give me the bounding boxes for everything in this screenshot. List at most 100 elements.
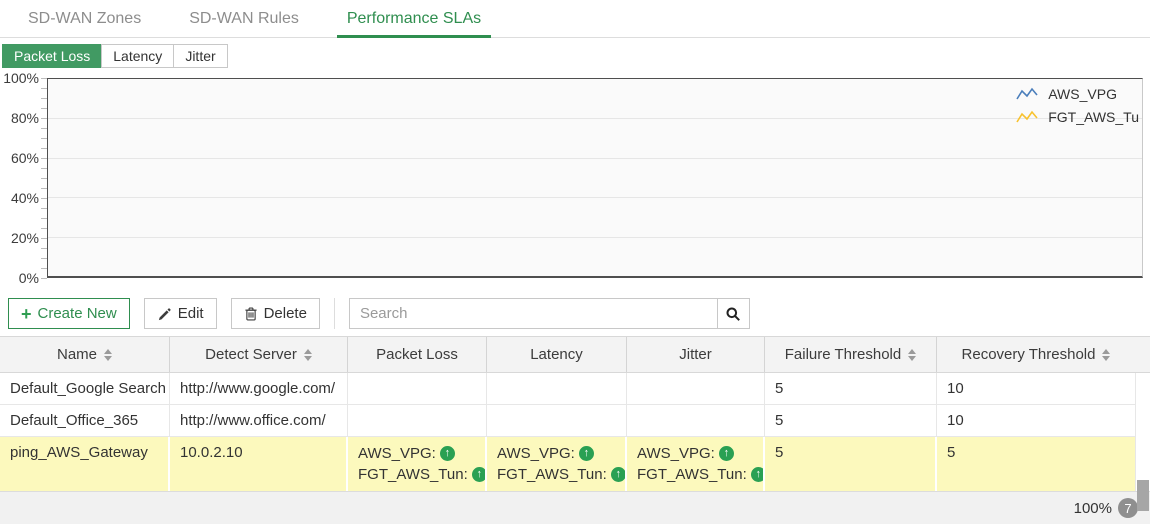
table-row[interactable]: ping_AWS_Gateway10.0.2.10AWS_VPG:↑FGT_AW… xyxy=(0,437,1150,491)
column-header-failure-threshold[interactable]: Failure Threshold xyxy=(765,337,937,372)
y-axis-tick: 80% xyxy=(11,110,39,126)
cell-packet-loss: AWS_VPG: ↑ FGT_AWS_Tun: ↑ xyxy=(348,437,487,491)
y-axis-tick: 40% xyxy=(11,190,39,206)
cell-name: Default_Office_365 xyxy=(0,405,170,436)
column-header-detect-server[interactable]: Detect Server xyxy=(170,337,348,372)
column-header-recovery-threshold[interactable]: Recovery Threshold xyxy=(937,337,1135,372)
delete-label: Delete xyxy=(264,305,307,322)
edit-label: Edit xyxy=(178,305,204,322)
edit-button[interactable]: Edit xyxy=(144,298,217,329)
cell-failure-threshold: 5 xyxy=(765,373,937,404)
cell-detect-server: http://www.office.com/ xyxy=(170,405,348,436)
y-axis-tick: 20% xyxy=(11,230,39,246)
column-header-label: Jitter xyxy=(679,346,712,363)
member-label: AWS_VPG: xyxy=(358,444,436,463)
sort-icon xyxy=(104,349,112,361)
row-count-badge: 7 xyxy=(1118,498,1138,518)
search-group xyxy=(349,298,750,329)
member-status: AWS_VPG: ↑ xyxy=(497,444,626,463)
member-label: AWS_VPG: xyxy=(637,444,715,463)
tab-performance-slas[interactable]: Performance SLAs xyxy=(337,0,491,37)
member-status: FGT_AWS_Tun: ↑ xyxy=(497,465,626,484)
gridline-40 xyxy=(48,197,1142,198)
tab-sd-wan-zones[interactable]: SD-WAN Zones xyxy=(18,0,151,37)
column-header-label: Packet Loss xyxy=(376,346,458,363)
cell-jitter xyxy=(627,405,765,436)
cell-jitter: AWS_VPG: ↑ FGT_AWS_Tun: ↑ xyxy=(627,437,765,491)
cell-latency xyxy=(487,405,627,436)
member-status: AWS_VPG: ↑ xyxy=(637,444,765,463)
plus-icon: + xyxy=(21,305,32,323)
table-header-row: Name Detect Server Packet Loss Latency Jitte… xyxy=(0,336,1150,373)
subtab-latency[interactable]: Latency xyxy=(101,44,174,68)
scrollbar-thumb[interactable] xyxy=(1137,480,1149,511)
column-header-packet-loss: Packet Loss xyxy=(348,337,487,372)
subtab-packet-loss[interactable]: Packet Loss xyxy=(2,44,102,68)
cell-detect-server: http://www.google.com/ xyxy=(170,373,348,404)
chart-plot-area: AWS_VPG FGT_AWS_Tu xyxy=(47,78,1143,278)
member-status: FGT_AWS_Tun: ↑ xyxy=(637,465,765,484)
cell-latency xyxy=(487,373,627,404)
cell-packet-loss xyxy=(348,373,487,404)
member-status-list: AWS_VPG: ↑ FGT_AWS_Tun: ↑ xyxy=(358,444,487,484)
cell-name: Default_Google Search xyxy=(0,373,170,404)
legend-label: AWS_VPG xyxy=(1048,86,1117,102)
table-body: Default_Google Searchhttp://www.google.c… xyxy=(0,373,1150,491)
table-toolbar: + Create New Edit Delete xyxy=(8,298,1150,329)
table-row[interactable]: Default_Google Searchhttp://www.google.c… xyxy=(0,373,1150,405)
create-new-label: Create New xyxy=(38,305,117,322)
performance-sla-chart: 0%20%40%60%80%100% AWS_VPGFGT_AWS_Tu xyxy=(0,78,1150,278)
up-arrow-icon: ↑ xyxy=(751,467,765,482)
column-header-latency: Latency xyxy=(487,337,627,372)
vertical-scrollbar[interactable] xyxy=(1135,373,1150,491)
subtab-jitter[interactable]: Jitter xyxy=(173,44,227,68)
up-arrow-icon: ↑ xyxy=(719,446,734,461)
column-header-label: Latency xyxy=(530,346,583,363)
column-header-name[interactable]: Name xyxy=(0,337,170,372)
member-status: AWS_VPG: ↑ xyxy=(358,444,487,463)
zoom-level-label: 100% xyxy=(1074,500,1112,517)
column-header-label: Failure Threshold xyxy=(785,346,901,363)
search-input[interactable] xyxy=(349,298,718,329)
sort-icon xyxy=(908,349,916,361)
cell-name: ping_AWS_Gateway xyxy=(0,437,170,491)
legend-label: FGT_AWS_Tu xyxy=(1048,109,1139,125)
sort-icon xyxy=(304,349,312,361)
up-arrow-icon: ↑ xyxy=(579,446,594,461)
column-header-label: Recovery Threshold xyxy=(962,346,1096,363)
search-button[interactable] xyxy=(718,298,750,329)
delete-button[interactable]: Delete xyxy=(231,298,320,329)
member-label: AWS_VPG: xyxy=(497,444,575,463)
column-header-label: Name xyxy=(57,346,97,363)
tab-sd-wan-rules[interactable]: SD-WAN Rules xyxy=(179,0,309,37)
line-series-icon xyxy=(1016,110,1039,125)
gridline-60 xyxy=(48,158,1142,159)
member-status-list: AWS_VPG: ↑ FGT_AWS_Tun: ↑ xyxy=(497,444,626,484)
sort-icon xyxy=(1102,349,1110,361)
y-axis-tick: 0% xyxy=(19,270,39,286)
legend-item-aws_vpg[interactable]: AWS_VPG xyxy=(1016,86,1139,102)
gridline-80 xyxy=(48,118,1142,119)
sla-table: Name Detect Server Packet Loss Latency Jitte… xyxy=(0,336,1150,491)
table-row[interactable]: Default_Office_365http://www.office.com/… xyxy=(0,405,1150,437)
cell-packet-loss xyxy=(348,405,487,436)
trash-icon xyxy=(244,306,258,321)
up-arrow-icon: ↑ xyxy=(472,467,487,482)
cell-latency: AWS_VPG: ↑ FGT_AWS_Tun: ↑ xyxy=(487,437,627,491)
cell-recovery-threshold: 10 xyxy=(937,405,1135,436)
main-tabbar: SD-WAN Zones SD-WAN Rules Performance SLAs xyxy=(0,0,1150,38)
member-label: FGT_AWS_Tun: xyxy=(358,465,468,484)
status-bar: 100% 7 xyxy=(0,491,1150,524)
member-label: FGT_AWS_Tun: xyxy=(637,465,747,484)
member-label: FGT_AWS_Tun: xyxy=(497,465,607,484)
up-arrow-icon: ↑ xyxy=(440,446,455,461)
create-new-button[interactable]: + Create New xyxy=(8,298,130,329)
chart-y-axis: 0%20%40%60%80%100% xyxy=(0,78,44,278)
cell-recovery-threshold: 5 xyxy=(937,437,1135,491)
search-icon xyxy=(725,306,741,322)
chart-legend: AWS_VPG FGT_AWS_Tu xyxy=(1016,86,1139,125)
member-status-list: AWS_VPG: ↑ FGT_AWS_Tun: ↑ xyxy=(637,444,765,484)
y-axis-tick: 60% xyxy=(11,150,39,166)
up-arrow-icon: ↑ xyxy=(611,467,626,482)
legend-item-fgt_aws_tu[interactable]: FGT_AWS_Tu xyxy=(1016,109,1139,125)
